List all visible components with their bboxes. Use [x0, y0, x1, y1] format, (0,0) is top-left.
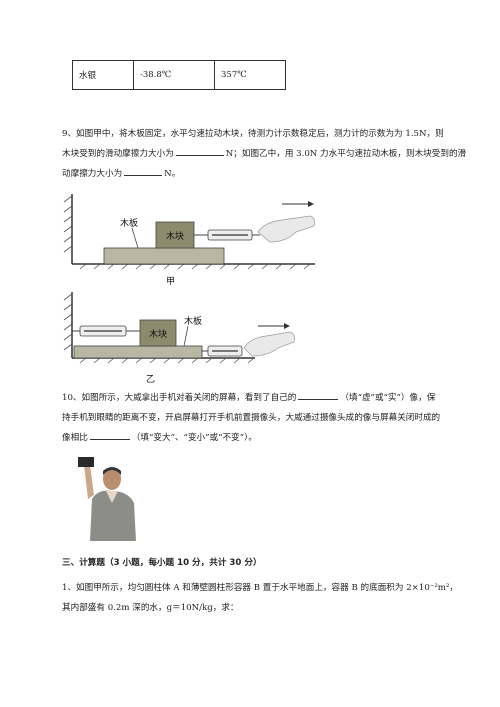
- wooden-board: [73, 345, 203, 359]
- q9-line-2-part-b: N；如图乙中，用 3.0N 力水平匀速拉动木板，则木块受到的滑: [225, 149, 467, 159]
- torso: [90, 490, 136, 541]
- table-row: 水银 -38.8℃ 357℃: [72, 60, 286, 90]
- q10-line-1: 10、如图所示，大威拿出手机对着关闭的屏幕，看到了自己的 （填“虚”或“实”）像，…: [62, 388, 482, 408]
- q10-line-1-part-a: 10、如图所示，大威拿出手机对着关闭的屏幕，看到了自己的: [62, 393, 297, 403]
- q9-line-3: 动摩擦力大小为 N。: [62, 164, 482, 184]
- q9-line-2-part-a: 木块受到的滑动摩擦力大小为: [62, 149, 174, 159]
- section-heading: 三、计算题（3 小题，每小题 10 分，共计 30 分）: [62, 558, 262, 568]
- ground-hatching: [79, 357, 255, 364]
- q10-line-3: 像相比 （填“变大”、“变小”或“不变”）。: [62, 428, 482, 448]
- hand-icon: [257, 215, 315, 243]
- question-9: 9、如图甲中，将木板固定，水平匀速拉动木块，待测力计示数稳定后，测力计的示数为为…: [62, 124, 482, 184]
- answer-blank: [89, 430, 130, 440]
- wall-hatching: [63, 293, 73, 351]
- table-cell-boiling-point: 357℃: [214, 60, 286, 90]
- question-1: 1、如图甲所示，均匀圆柱体 A 和薄壁圆柱形容器 B 置于水平地面上，容器 B …: [62, 578, 482, 618]
- figure-caption: 乙: [146, 374, 155, 385]
- q10-line-3-part-b: （填“变大”、“变小”或“不变”）。: [131, 433, 257, 443]
- answer-blank: [175, 146, 224, 156]
- answer-blank: [124, 166, 163, 176]
- board-label: 木板: [184, 315, 202, 327]
- figure-caption: 甲: [166, 276, 175, 287]
- table-cell-substance: 水银: [72, 60, 134, 90]
- q9-line-3-part-b: N。: [164, 169, 181, 179]
- board-label: 木板: [120, 217, 138, 229]
- wooden-block: [139, 319, 177, 347]
- q1-line-1: 1、如图甲所示，均匀圆柱体 A 和薄壁圆柱形容器 B 置于水平地面上，容器 B …: [62, 583, 458, 593]
- q10-line-1-part-b: （填“虚”或“实”）像，保: [340, 393, 436, 403]
- figure-yi: 木块 木板 乙: [63, 292, 295, 385]
- answer-blank: [298, 390, 339, 400]
- hand-icon: [243, 331, 295, 357]
- head: [103, 468, 121, 490]
- wooden-board: [103, 247, 225, 265]
- table-cell-melting-point: -38.8℃: [133, 60, 215, 90]
- arrow-head-icon: [284, 323, 290, 329]
- q9-line-3-part-a: 动摩擦力大小为: [62, 169, 123, 179]
- q10-line-2: 持手机到眼睛的距离不变，开启屏幕打开手机前置摄像头，大威通过摄像头成的像与屏幕关…: [62, 413, 441, 423]
- phone-icon: [78, 457, 94, 467]
- photo-person-with-phone: [72, 455, 138, 541]
- question-10: 10、如图所示，大威拿出手机对着关闭的屏幕，看到了自己的 （填“虚”或“实”）像，…: [62, 388, 482, 448]
- figure-jia: 木块 木板 甲: [63, 194, 315, 287]
- wall-hatching: [63, 195, 73, 253]
- ground-hatching: [79, 263, 311, 270]
- board-pointer: [131, 227, 139, 249]
- arrow-head-icon: [308, 201, 314, 207]
- block-label: 木块: [149, 328, 167, 340]
- collar: [106, 491, 118, 503]
- wooden-block: [155, 221, 195, 249]
- q10-line-3-part-a: 像相比: [62, 433, 88, 443]
- hair: [103, 467, 121, 475]
- q9-line-1: 9、如图甲中，将木板固定，水平匀速拉动木块，待测力计示数稳定后，测力计的示数为为…: [62, 129, 444, 139]
- block-label: 木块: [166, 230, 184, 242]
- raised-arm: [84, 465, 94, 499]
- board-pointer: [183, 325, 189, 347]
- q9-line-2: 木块受到的滑动摩擦力大小为 N；如图乙中，用 3.0N 力水平匀速拉动木板，则木块…: [62, 144, 482, 164]
- q1-line-2: 其内部盛有 0.2m 深的水，g＝10N/kg，求：: [62, 603, 239, 613]
- melting-boiling-table: 水银 -38.8℃ 357℃: [72, 60, 286, 90]
